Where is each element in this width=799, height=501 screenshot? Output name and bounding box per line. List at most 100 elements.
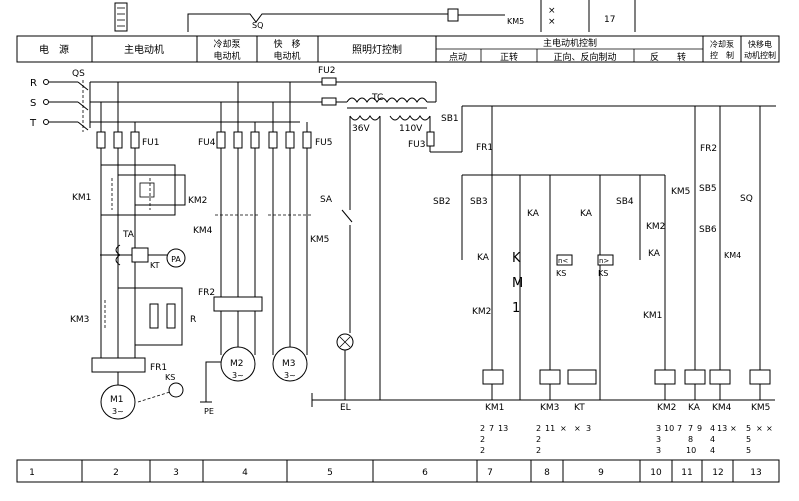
ks-ctrl-label-2: KS	[598, 269, 608, 278]
svg-text:13: 13	[498, 424, 508, 433]
header-main-motor: 主电动机	[124, 43, 164, 56]
svg-text:7: 7	[677, 424, 682, 433]
fr1-relay	[91, 357, 146, 373]
header-main-control: 主电动机控制	[543, 37, 597, 49]
top-fragment-box	[114, 2, 128, 32]
fu4-label: FU4	[198, 138, 216, 148]
fu3-label: FU3	[408, 140, 426, 150]
m2-label: M2	[230, 359, 244, 369]
km2-interlock-label: KM2	[472, 307, 491, 317]
svg-text:×: ×	[766, 424, 773, 433]
km3-main-label: KM3	[70, 315, 89, 325]
ks-nlt-label: n<	[558, 257, 568, 265]
footer-col-5: 5	[327, 468, 333, 478]
header-forward: 正转	[500, 51, 518, 63]
km4-ctrl-label: KM4	[724, 251, 741, 260]
footer-col-10: 10	[650, 468, 662, 478]
footer-col-8: 8	[544, 468, 550, 478]
ka-label-1: KA	[527, 209, 540, 219]
svg-text:×: ×	[548, 6, 556, 16]
coil-label-km3: KM3	[540, 403, 559, 413]
fr2-relay	[213, 296, 263, 312]
svg-text:2: 2	[480, 446, 485, 455]
svg-text:7: 7	[489, 424, 494, 433]
tc-label: TC	[371, 93, 383, 103]
header-power: 电 源	[39, 43, 69, 56]
footer-col-13: 13	[750, 468, 761, 478]
ka-label-3: KA	[477, 253, 490, 263]
km5-power-label: KM5	[310, 235, 329, 245]
svg-text:控 制: 控 制	[710, 50, 734, 60]
m3-tilde: 3~	[284, 371, 296, 380]
m1-tilde: 3~	[112, 407, 124, 416]
footer-col-4: 4	[242, 468, 248, 478]
svg-text:电动机: 电动机	[273, 50, 300, 62]
svg-text:×: ×	[574, 424, 581, 433]
m1-label: M1	[110, 395, 124, 405]
footer-col-12: 12	[712, 468, 723, 478]
coil-label-km5: KM5	[751, 403, 770, 413]
phase-t-label: T	[29, 118, 37, 129]
sb4-label: SB4	[616, 197, 634, 207]
xref-km1-a: 2	[480, 424, 485, 433]
svg-text:3: 3	[656, 435, 661, 444]
xref-km5-a: 5	[746, 424, 751, 433]
main-motor-circuit: FU1 KM1 KM2 TA KT PA R KM3 FR1 M1 3~ KS	[70, 82, 207, 420]
km1-vertical-1: 1	[512, 301, 520, 316]
footer-col-7: 7	[487, 468, 493, 478]
top-km5-label: KM5	[507, 17, 524, 26]
header-coolant-motor: 冷却泵	[213, 38, 240, 50]
km1-label: KM1	[72, 193, 91, 203]
svg-text:2: 2	[536, 446, 541, 455]
footer-col-3: 3	[173, 468, 179, 478]
fu2-fuse	[321, 77, 337, 86]
coil-km5	[749, 369, 771, 385]
v110-label: 110V	[399, 124, 423, 134]
svg-text:×: ×	[560, 424, 567, 433]
sb5-label: SB5	[699, 184, 717, 194]
top-sq-label: SQ	[252, 21, 263, 30]
svg-text:11: 11	[545, 424, 555, 433]
svg-text:5: 5	[746, 446, 751, 455]
svg-text:×: ×	[730, 424, 737, 433]
km1-vertical-m: M	[512, 276, 523, 291]
ks-ctrl-label-1: KS	[556, 269, 566, 278]
sa-label: SA	[320, 195, 333, 205]
footer-col-11: 11	[681, 468, 692, 478]
fu2-label: FU2	[318, 66, 336, 76]
xref-km3-a: 2	[536, 424, 541, 433]
svg-text:9: 9	[697, 424, 702, 433]
ka-label-4: KA	[648, 249, 661, 259]
xref-km2-a: 3	[656, 424, 661, 433]
svg-text:4: 4	[710, 424, 715, 433]
coil-km3	[539, 369, 561, 385]
ks-label: KS	[165, 373, 175, 382]
coil-label-km1: KM1	[485, 403, 504, 413]
fu3-fuse	[426, 131, 435, 147]
header-brake: 正向、反向制动	[553, 51, 616, 63]
pa-meter	[166, 248, 186, 268]
svg-text:7: 7	[688, 424, 693, 433]
m3-label: M3	[282, 359, 296, 369]
ks-sensor	[168, 382, 184, 398]
control-circuit: SB1 FR1 SB2 SB3 KA KA SB4 KM2 KA KA K M …	[433, 106, 771, 413]
fr2-label: FR2	[198, 288, 215, 298]
footer-col-9: 9	[598, 468, 604, 478]
footer-col-1: 1	[29, 468, 35, 478]
pe-label: PE	[204, 407, 214, 416]
footer-col-6: 6	[422, 468, 428, 478]
km5-ctrl-label: KM5	[671, 187, 690, 197]
fr1-ctrl-label: FR1	[476, 143, 493, 153]
km1-interlock-label: KM1	[643, 311, 662, 321]
coil-label-kt: KT	[574, 403, 585, 413]
coil-km2	[654, 369, 676, 385]
svg-text:×: ×	[548, 17, 556, 27]
power-lines: R S T QS	[29, 69, 345, 132]
ks-ngt-label: n>	[599, 257, 609, 265]
m2-motor	[220, 346, 256, 382]
svg-text:3: 3	[656, 446, 661, 455]
svg-text:13: 13	[717, 424, 727, 433]
transformer-section: FU2 TC 36V 110V FU3	[318, 66, 776, 400]
svg-text:2: 2	[480, 435, 485, 444]
kt-relay	[131, 247, 149, 263]
